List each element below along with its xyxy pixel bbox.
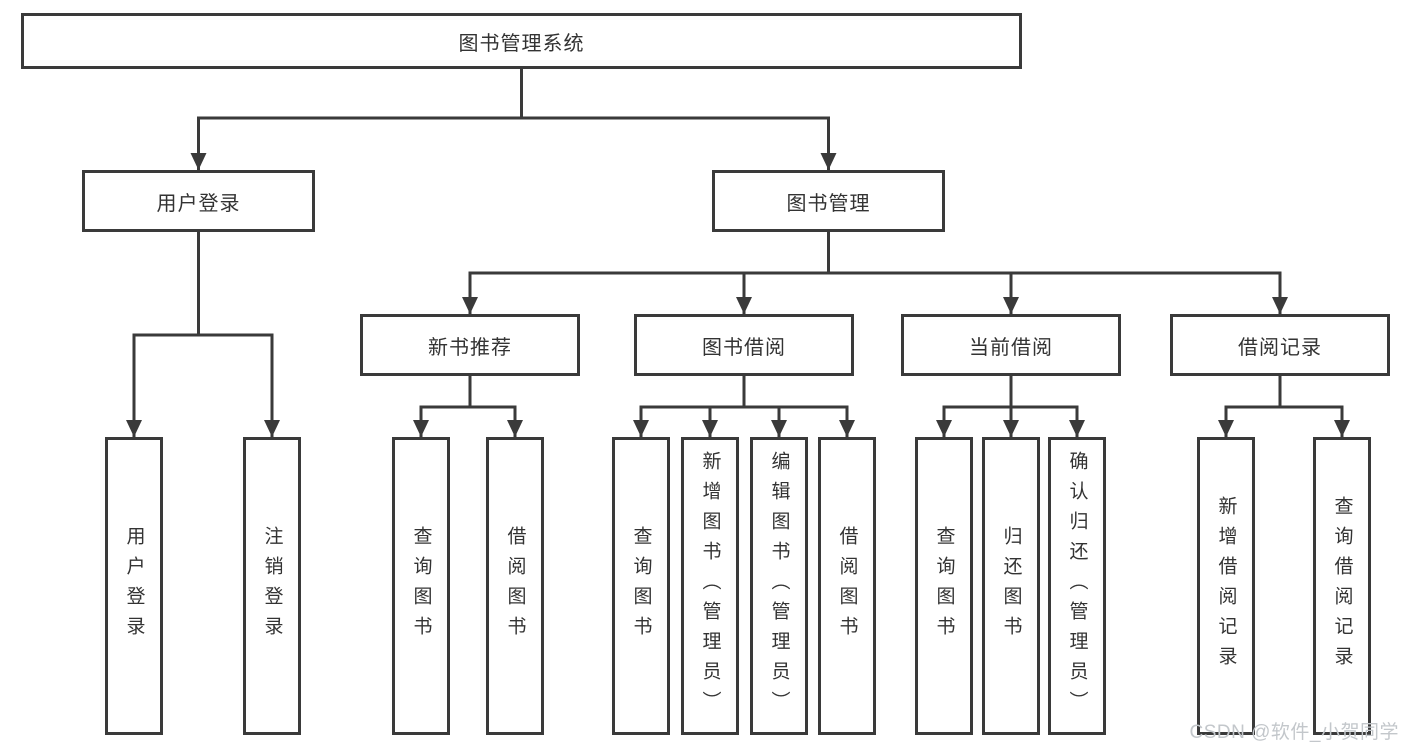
leaf-user-login: 用户登录 [105,437,163,735]
leaf-add-books-admin: 新增图书（管理员） [681,437,739,735]
leaf-query-books-3: 查询图书 [915,437,973,735]
connector-book-management-to-level3 [462,232,1288,314]
node-book-management: 图书管理 [712,170,945,232]
connector-book-borrow-to-leaves [633,376,855,437]
node-new-book-recommend: 新书推荐 [360,314,580,376]
connector-borrow-records-to-leaves [1218,376,1350,437]
csdn-watermark: CSDN @软件_小贺同学 [1189,722,1399,743]
leaf-logout: 注销登录 [243,437,301,735]
connector-new-book-to-leaves [413,376,523,437]
node-book-borrow: 图书借阅 [634,314,854,376]
leaf-query-books-2: 查询图书 [612,437,670,735]
leaf-query-books-1: 查询图书 [392,437,450,735]
connector-user-login-to-leaves [126,232,280,437]
leaf-return-books: 归还图书 [982,437,1040,735]
connector-root-to-level2 [190,69,837,170]
leaf-edit-books-admin: 编辑图书（管理员） [750,437,808,735]
leaf-borrow-books-2: 借阅图书 [818,437,876,735]
node-root-system: 图书管理系统 [21,13,1022,69]
node-current-borrow: 当前借阅 [901,314,1121,376]
leaf-add-borrow-record: 新增借阅记录 [1197,437,1255,735]
node-user-login: 用户登录 [82,170,315,232]
leaf-query-borrow-record: 查询借阅记录 [1313,437,1371,735]
connector-current-borrow-to-leaves [936,376,1085,437]
leaf-confirm-return-admin: 确认归还（管理员） [1048,437,1106,735]
node-borrow-records: 借阅记录 [1170,314,1390,376]
leaf-borrow-books-1: 借阅图书 [486,437,544,735]
